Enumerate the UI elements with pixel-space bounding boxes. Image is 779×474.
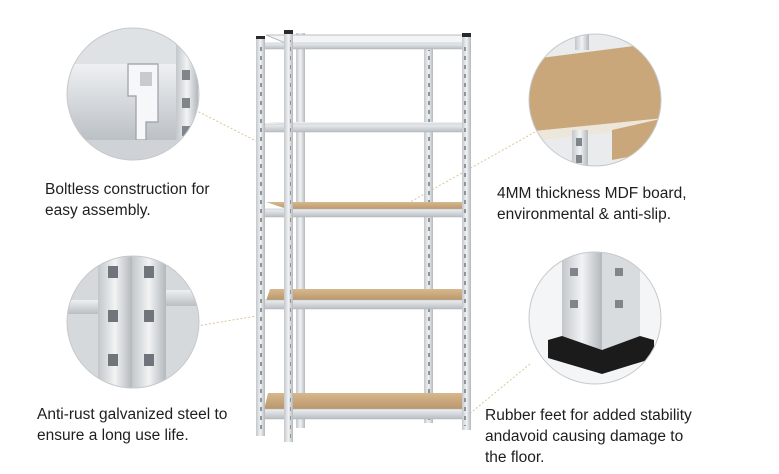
rubber-feet-detail-circle [528,251,662,385]
caption-galvanized-steel: Anti-rust galvanized steel to ensure a l… [37,406,228,444]
mdf-detail-circle [528,33,662,167]
caption-boltless: Boltless construction for easy assembly. [45,181,210,219]
caption-rubber-feet: Rubber feet for added stability andavoid… [485,407,692,466]
galvanized-detail-circle [66,255,200,389]
leader-lines [194,109,536,421]
caption-mdf-board: 4MM thickness MDF board, environmental &… [497,185,687,223]
shelving-unit [256,30,471,442]
boltless-detail-circle [66,27,200,161]
